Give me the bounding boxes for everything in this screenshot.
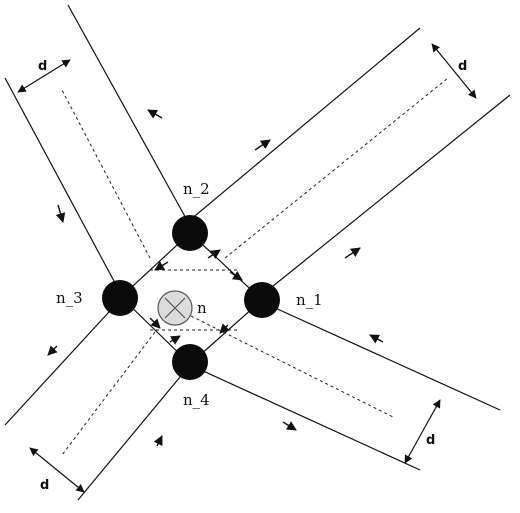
flow-arrow-4 bbox=[344, 247, 361, 259]
inner-arrow-3 bbox=[229, 271, 243, 281]
label-n1: n_1 bbox=[296, 291, 323, 309]
road-nw-centerline bbox=[61, 89, 151, 259]
dim-label-bottom-right: d bbox=[426, 433, 435, 448]
label-center-n: n bbox=[197, 299, 207, 317]
road-se-edge-lower bbox=[189, 364, 421, 471]
dim-arrow-bottom-left bbox=[29, 447, 85, 493]
dim-label-bottom-left: d bbox=[40, 478, 49, 493]
dim-arrow-bottom-right bbox=[404, 399, 441, 464]
flow-arrow-8 bbox=[153, 435, 163, 447]
node-center bbox=[157, 290, 193, 326]
road-ne-edge-upper bbox=[189, 27, 421, 221]
node-n4 bbox=[172, 344, 208, 380]
flow-arrow-3 bbox=[55, 204, 66, 223]
node-n1 bbox=[244, 282, 280, 318]
road-se-centerline bbox=[174, 307, 396, 419]
flow-arrow-6 bbox=[369, 334, 384, 344]
label-n2: n_2 bbox=[183, 180, 210, 198]
inner-arrow-2 bbox=[207, 249, 221, 259]
flow-arrow-5 bbox=[47, 345, 58, 356]
dim-arrow-top-right bbox=[431, 43, 477, 99]
flow-arrow-1 bbox=[147, 109, 163, 119]
label-n3: n_3 bbox=[56, 289, 83, 307]
road-sw-edge-upper bbox=[4, 299, 121, 426]
node-n3 bbox=[102, 280, 138, 316]
dim-arrow-top-left bbox=[17, 59, 71, 93]
road-nw-edge-left bbox=[4, 77, 123, 297]
road-nw-edge-right bbox=[67, 4, 189, 223]
inner-arrow-4 bbox=[149, 317, 161, 329]
flow-arrow-7 bbox=[282, 421, 297, 431]
road-sw-centerline bbox=[61, 331, 156, 456]
road-ne-edge-lower bbox=[261, 94, 511, 296]
inner-arrow-5 bbox=[219, 323, 230, 334]
road-sw-edge-lower bbox=[77, 364, 191, 501]
road-se-edge-upper bbox=[261, 301, 501, 411]
road-ne-centerline bbox=[224, 77, 449, 259]
node-n2 bbox=[172, 215, 208, 251]
label-n4: n_4 bbox=[183, 391, 210, 409]
inner-arrow-1 bbox=[154, 261, 169, 271]
dim-label-top-right: d bbox=[458, 59, 467, 74]
flow-arrow-2 bbox=[254, 139, 271, 151]
inner-arrow-6 bbox=[169, 335, 181, 345]
dim-label-top-left: d bbox=[38, 59, 47, 74]
